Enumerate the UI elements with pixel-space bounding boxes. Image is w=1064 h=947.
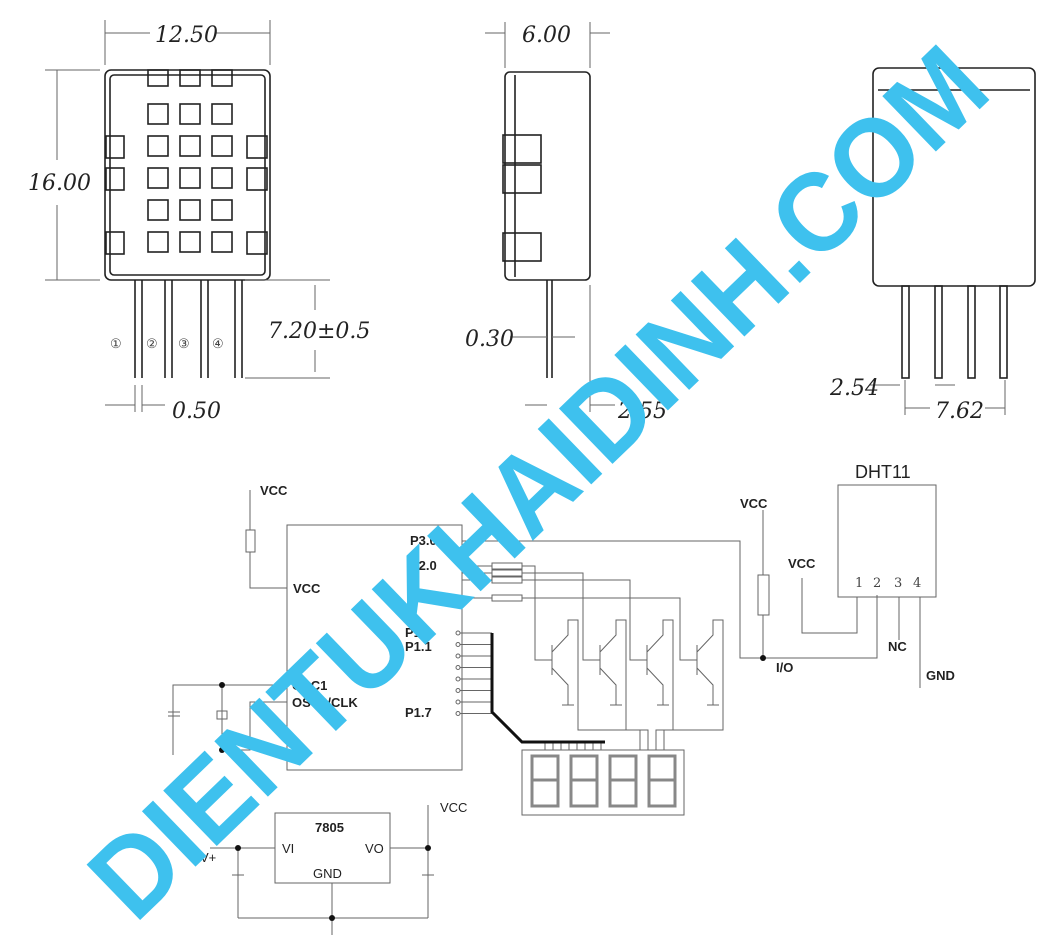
grille-square	[211, 167, 233, 189]
wire	[522, 579, 647, 661]
dim-height: 16.00	[28, 171, 91, 196]
dim-depth: 6.00	[522, 23, 571, 48]
side-tab	[246, 231, 268, 255]
dim-pitch: 2.54	[829, 376, 879, 401]
sensor-pin-2: 2	[873, 576, 881, 591]
transistor-emitter	[646, 667, 664, 705]
transistor	[646, 619, 674, 750]
side-view: 6.00 0.30 2.55	[465, 22, 667, 424]
digit-segment	[647, 754, 677, 782]
pin-p10: P1.0	[405, 625, 432, 640]
grille-tab	[211, 69, 233, 87]
transistor-emitter	[696, 667, 714, 705]
schematic: VCC VCC P3.0 P2.0 P2.3 P1.0 P1.1 P1.7 OS…	[168, 462, 955, 935]
regulator-vi: VI	[282, 841, 294, 856]
transistor	[663, 619, 724, 750]
pin-dot	[455, 665, 461, 670]
pin-dot	[455, 676, 461, 682]
regulator-gnd: GND	[313, 866, 342, 881]
grille-square	[179, 135, 201, 157]
digit-segment	[530, 754, 560, 782]
grille-square	[179, 167, 201, 189]
grille-tab	[179, 69, 201, 87]
pin-p20: P2.0	[410, 558, 437, 573]
pin-dot	[455, 699, 461, 705]
grille-square	[147, 199, 169, 221]
pin-p11: P1.1	[405, 639, 432, 654]
pin-number-3: ③	[178, 337, 190, 352]
dim-pin-length: 7.20±0.5	[268, 319, 370, 344]
transistor-emitter	[599, 667, 617, 705]
digit-segment	[569, 754, 599, 782]
dim-pin-width: 0.50	[172, 399, 221, 424]
dim-offset: 2.55	[617, 399, 667, 424]
transistor	[599, 619, 649, 750]
pin-p17: P1.7	[405, 705, 432, 720]
grille-square	[147, 167, 169, 189]
grille-square	[147, 231, 169, 253]
mcu-vcc-pin: VCC	[293, 581, 321, 596]
watermark: DIENTUKHAIDINH.COM	[65, 22, 1011, 942]
osc2-label: OSC2/CLK	[292, 695, 358, 710]
sensor-vcc-pin1: VCC	[788, 556, 816, 571]
pin-number-1: ①	[110, 337, 122, 352]
regulator-vcc: VCC	[440, 800, 467, 815]
dim-span: 7.62	[935, 399, 984, 424]
digit-segment	[647, 778, 677, 808]
regulator-vplus: V+	[200, 850, 216, 865]
grille-square	[179, 231, 201, 253]
grille-square	[179, 199, 201, 221]
front-view: 12.50 16.00 7.20±0.5 0.50 ① ② ③ ④	[28, 20, 370, 424]
sensor-nc: NC	[888, 639, 907, 654]
side-tab	[105, 167, 125, 191]
sensor-title: DHT11	[855, 462, 911, 482]
pin-p23: P2.3	[410, 590, 437, 605]
dim-width: 12.50	[155, 23, 218, 48]
wire	[522, 597, 697, 661]
grille-square	[179, 103, 201, 125]
sensor-pin-1: 1	[855, 576, 863, 591]
wire	[522, 572, 600, 661]
side-tab	[105, 135, 125, 159]
pin-dot	[455, 653, 461, 659]
pin-number-4: ④	[212, 337, 224, 352]
side-tab	[246, 167, 268, 191]
grille-square	[211, 231, 233, 253]
side-tab	[246, 135, 268, 159]
pin-number-2: ②	[146, 337, 158, 352]
grille-square	[147, 135, 169, 157]
grille-square	[211, 135, 233, 157]
digit-segment	[530, 778, 560, 808]
digit-segment	[608, 754, 638, 782]
grille-square	[147, 103, 169, 125]
sensor-pin-3: 3	[894, 576, 902, 591]
pin-dot	[455, 711, 461, 716]
sensor-pin-4: 4	[913, 576, 921, 591]
osc1-label: OSC1	[292, 678, 327, 693]
pin-dot	[455, 688, 461, 693]
pin-p30: P3.0	[410, 533, 437, 548]
sensor-vcc-pullup: VCC	[740, 496, 768, 511]
back-view: 2.54 7.62	[829, 67, 1036, 424]
dim-pin-thickness: 0.30	[465, 327, 514, 352]
sensor-io: I/O	[776, 660, 793, 675]
grille-square	[211, 103, 233, 125]
mcu-vcc-supply: VCC	[260, 483, 288, 498]
side-tab	[105, 231, 125, 255]
transistor-emitter	[551, 667, 569, 705]
regulator-vo: VO	[365, 841, 384, 856]
regulator-name: 7805	[315, 820, 344, 835]
sensor-gnd: GND	[926, 668, 955, 683]
grille-square	[211, 199, 233, 221]
wire	[522, 565, 552, 661]
digit-segment	[608, 778, 638, 808]
digit-segment	[569, 778, 599, 808]
grille-tab	[147, 69, 169, 87]
